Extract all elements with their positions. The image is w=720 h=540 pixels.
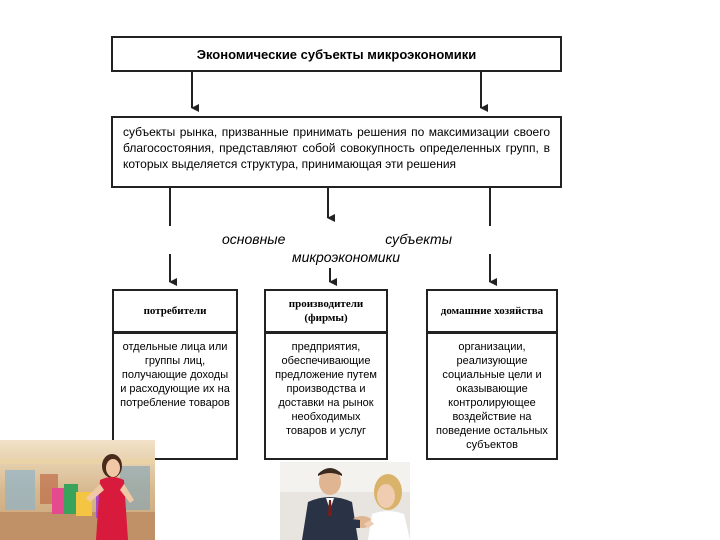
producers-description: предприятия, обеспечивающие предложение … bbox=[275, 341, 377, 437]
consumers-description-box: отдельные лица или группы лиц, получающи… bbox=[112, 332, 238, 460]
households-description: организации, реализующие социальные цели… bbox=[436, 341, 548, 451]
label-word-2: субъекты bbox=[385, 231, 452, 247]
households-description-box: организации, реализующие социальные цели… bbox=[426, 332, 558, 460]
label-word-1: основные bbox=[222, 231, 286, 247]
diagram-title: Экономические субъекты микроэкономики bbox=[196, 46, 477, 62]
definition-text: субъекты рынка, призванные принимать реш… bbox=[123, 125, 550, 171]
business-handshake-photo bbox=[280, 462, 410, 540]
producers-description-box: предприятия, обеспечивающие предложение … bbox=[264, 332, 388, 460]
main-subjects-label: основные субъекты микроэкономики bbox=[180, 230, 500, 266]
shopping-woman-photo bbox=[0, 440, 155, 540]
diagram-title-box: Экономические субъекты микроэкономики bbox=[111, 36, 562, 72]
definition-box: субъекты рынка, призванные принимать реш… bbox=[111, 116, 562, 188]
households-header-text: домашние хозяйства bbox=[440, 305, 544, 317]
producers-header-text: производители (фирмы) bbox=[288, 298, 364, 324]
producers-header: производители (фирмы) bbox=[264, 289, 388, 333]
consumers-header: потребители bbox=[112, 289, 238, 333]
households-header: домашние хозяйства bbox=[426, 289, 558, 333]
consumers-description: отдельные лица или группы лиц, получающи… bbox=[120, 341, 230, 409]
label-line-2: микроэкономики bbox=[292, 249, 400, 265]
consumers-header-text: потребители bbox=[143, 305, 207, 317]
